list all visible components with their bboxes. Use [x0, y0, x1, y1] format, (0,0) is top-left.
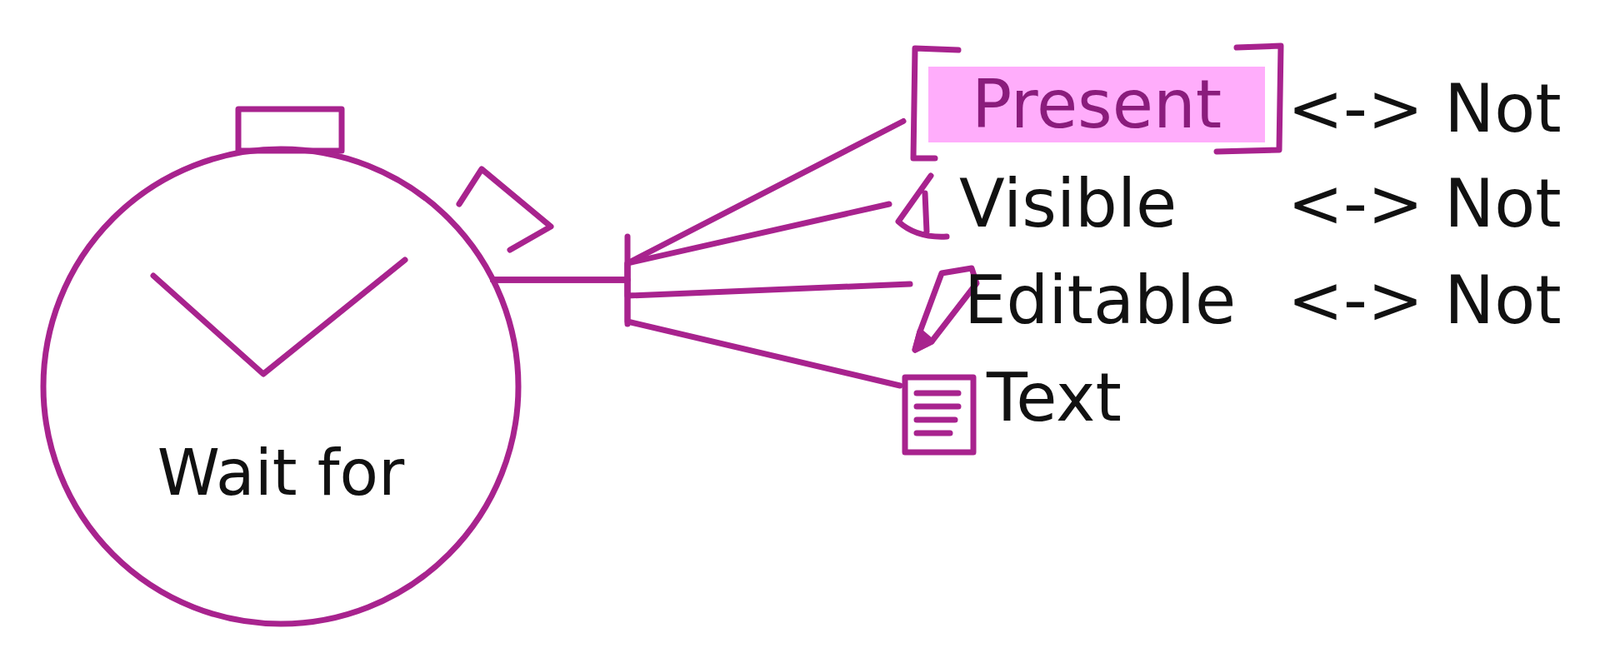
negation-label: <-> Not — [1287, 264, 1562, 338]
circle-outline — [43, 149, 519, 625]
stopwatch-outline — [39, 145, 523, 629]
negation-label: <-> Not — [1287, 167, 1562, 241]
visible-icon — [898, 175, 947, 237]
pencil-tip — [915, 331, 932, 350]
item-label: Text — [986, 361, 1122, 435]
clock-hands — [153, 260, 405, 375]
branch-connector — [493, 204, 890, 280]
state-item: Editable — [913, 264, 1236, 338]
item-label: Present — [971, 68, 1222, 142]
document-lines — [916, 393, 959, 434]
node-label: Wait for — [39, 438, 523, 509]
item-label: Visible — [959, 167, 1177, 241]
highlight-box: Present — [928, 66, 1265, 143]
stopwatch-crown — [238, 109, 342, 151]
stopwatch-button — [459, 169, 551, 250]
document-icon — [905, 377, 974, 453]
negation-label: <-> Not — [1287, 72, 1562, 146]
branch-connector — [493, 121, 904, 281]
stopwatch-circle: Wait for — [39, 145, 523, 629]
state-item: Visible — [892, 167, 1177, 241]
item-label: Editable — [964, 264, 1236, 338]
state-item: Text — [903, 361, 1122, 435]
branch-connector — [493, 280, 900, 386]
